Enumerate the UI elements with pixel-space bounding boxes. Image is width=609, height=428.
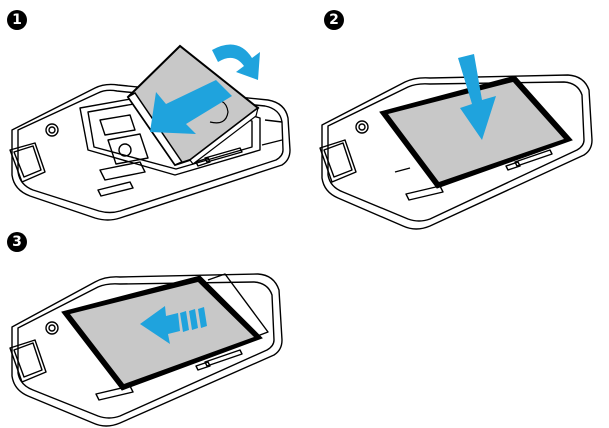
curved-arrow-icon: [212, 44, 260, 80]
left-arrow-icon: [140, 306, 207, 344]
step-3-illustration: [0, 230, 300, 428]
down-arrow-icon: [458, 54, 496, 140]
step-2-badge: 2: [324, 10, 344, 30]
step-1-badge: 1: [7, 10, 27, 30]
down-left-arrow-icon: [150, 80, 232, 134]
phone-body: [319, 74, 593, 230]
battery-graphic: [379, 75, 573, 189]
phone-body: [9, 273, 283, 427]
step-1-illustration: [0, 0, 300, 225]
step-2-illustration: [310, 0, 609, 240]
step-3-badge: 3: [7, 232, 27, 252]
